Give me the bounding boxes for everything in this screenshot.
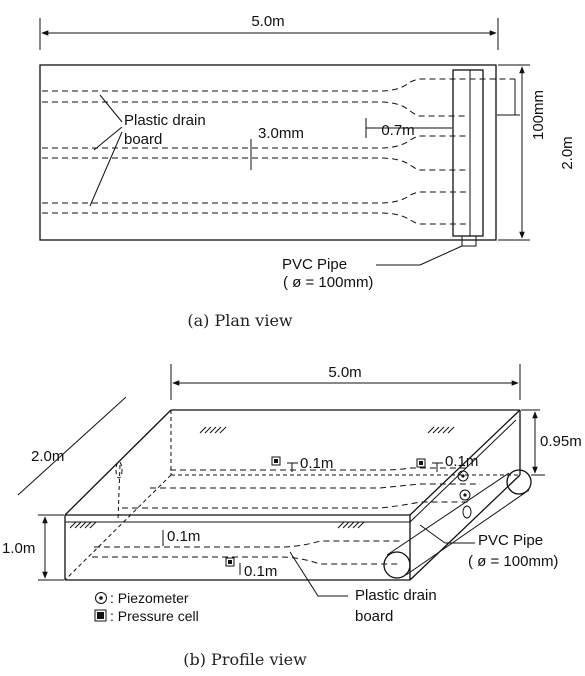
profile-pipe-callout: PVC Pipe ( ø = 100mm) (419, 524, 558, 570)
profile-spacing-top-right: 0.1m (445, 453, 478, 470)
profile-hatch-pads (69, 426, 455, 529)
profile-drain-label-line1: Plastic drain (355, 587, 437, 604)
plan-pipe-label-line2: ( ø = 100mm) (283, 274, 373, 291)
plan-length-dimension: 5.0m (39, 13, 499, 50)
plan-drain-label-line1: Plastic drain (124, 112, 206, 129)
profile-pvc-pipe (383, 469, 532, 579)
profile-piezometers (457, 470, 472, 519)
plan-width-dimension: 2.0m (498, 64, 576, 241)
plan-pipe-width-dimension: 100mm (497, 79, 547, 140)
legend-piezometer-label: : Piezometer (110, 590, 189, 606)
profile-drain-callout: Plastic drain board (289, 551, 437, 625)
plan-view: 5.0m 100mm 2.0m (39, 13, 576, 330)
plan-drain-boards (42, 78, 515, 225)
plan-length-label: 5.0m (251, 13, 284, 30)
profile-spacing-mid: 0.1m (167, 528, 200, 545)
plan-offset-dimension: 0.7m (365, 118, 452, 139)
profile-view: 5.0m (2, 364, 582, 669)
profile-pipe-label-line2: ( ø = 100mm) (468, 553, 558, 570)
plan-drain-board-callout: Plastic drain board (89, 94, 206, 207)
profile-height-label: 1.0m (2, 540, 35, 557)
profile-drain-boards (92, 464, 480, 565)
profile-spacing-top-left: 0.1m (300, 455, 333, 472)
profile-spacing-annotations: 0.1m 0.1m 0.1m 0.1m (162, 453, 478, 580)
profile-pipe-label-line1: PVC Pipe (478, 532, 543, 549)
profile-pressure-cells (225, 456, 426, 567)
plan-drain-label-line2: board (124, 131, 162, 148)
piezometer-icon (95, 592, 107, 604)
profile-left-tube (115, 461, 123, 479)
plan-pvc-pipe (452, 69, 484, 247)
plan-caption: (a) Plan view (187, 311, 293, 330)
profile-length-label: 5.0m (328, 364, 361, 381)
profile-width-dimension: 2.0m (17, 396, 127, 496)
profile-length-dimension: 5.0m (170, 364, 521, 400)
plan-pipe-width-label: 100mm (530, 90, 547, 140)
legend-pressure-cell-label: : Pressure cell (110, 608, 199, 624)
profile-depth-label: 0.95m (540, 433, 582, 450)
pressure-cell-icon (94, 609, 107, 622)
plan-gap-dimension: 3.0mm (250, 125, 304, 170)
profile-width-label: 2.0m (31, 448, 64, 465)
profile-drain-label-line2: board (355, 608, 393, 625)
plan-pipe-label-line1: PVC Pipe (282, 256, 347, 273)
profile-caption: (b) Profile view (183, 650, 307, 669)
profile-height-dimension: 1.0m (2, 514, 64, 581)
profile-box (64, 409, 521, 581)
plan-box-outline (39, 64, 497, 241)
profile-spacing-bottom: 0.1m (244, 563, 277, 580)
plan-gap-label: 3.0mm (258, 125, 304, 142)
profile-legend: : Piezometer : Pressure cell (94, 590, 199, 624)
profile-depth-dimension: 0.95m (521, 409, 582, 476)
plan-pipe-callout: PVC Pipe ( ø = 100mm) (282, 245, 463, 291)
plan-width-label: 2.0m (559, 136, 576, 169)
plan-offset-label: 0.7m (381, 122, 414, 139)
